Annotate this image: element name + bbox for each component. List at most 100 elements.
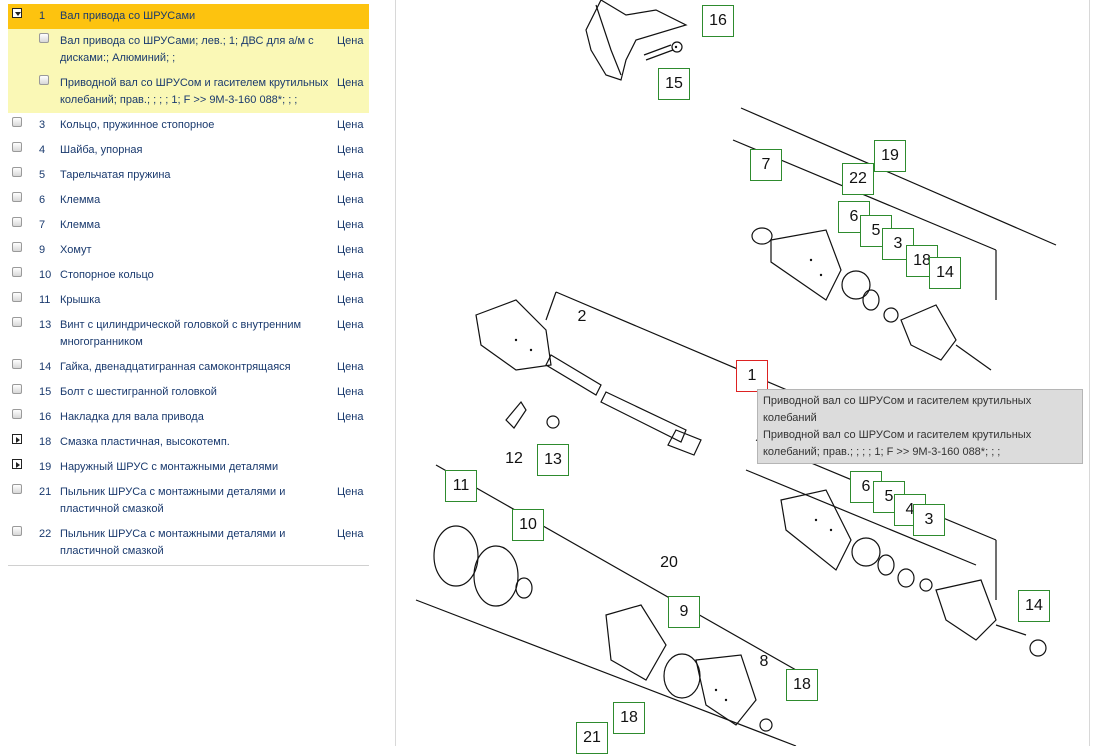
part-checkbox[interactable]	[12, 167, 22, 177]
expand-toggle-icon[interactable]	[12, 434, 22, 444]
part-checkbox[interactable]	[12, 267, 22, 277]
part-number: 22	[39, 528, 52, 540]
part-name[interactable]: Крышка	[60, 294, 101, 306]
part-checkbox[interactable]	[12, 192, 22, 202]
parts-row[interactable]: 6 Клемма Цена	[8, 188, 369, 213]
part-number: 19	[39, 461, 52, 473]
price-link[interactable]: Цена	[337, 119, 364, 131]
part-checkbox[interactable]	[12, 359, 22, 369]
part-name[interactable]: Шайба, упорная	[60, 144, 143, 156]
part-name[interactable]: Вал привода со ШРУСами; лев.; 1; ДВС для…	[60, 35, 314, 64]
part-checkbox[interactable]	[12, 292, 22, 302]
diagram-callout[interactable]: 11	[445, 470, 477, 502]
parts-row[interactable]: Вал привода со ШРУСами; лев.; 1; ДВС для…	[8, 29, 369, 71]
price-link[interactable]: Цена	[337, 219, 364, 231]
part-name[interactable]: Винт с цилиндрической головкой с внутрен…	[60, 319, 302, 348]
expand-toggle-icon[interactable]	[12, 8, 22, 18]
diagram-callout[interactable]: 18	[613, 702, 645, 734]
diagram-callout: 20	[660, 554, 678, 571]
exploded-diagram	[415, 0, 1057, 746]
part-checkbox[interactable]	[39, 33, 49, 43]
diagram-callout: 12	[505, 450, 523, 467]
price-link[interactable]: Цена	[337, 244, 364, 256]
price-link[interactable]: Цена	[337, 169, 364, 181]
part-number: 6	[39, 194, 46, 206]
expand-toggle-icon[interactable]	[12, 459, 22, 469]
price-link[interactable]: Цена	[337, 294, 364, 306]
part-name[interactable]: Вал привода со ШРУСами	[60, 10, 196, 22]
bolt-shape	[643, 44, 674, 61]
part-name[interactable]: Тарельчатая пружина	[60, 169, 171, 181]
part-checkbox[interactable]	[12, 409, 22, 419]
price-link[interactable]: Цена	[337, 269, 364, 281]
part-checkbox[interactable]	[12, 384, 22, 394]
part-name[interactable]: Пыльник ШРУСа с монтажными деталями и пл…	[60, 486, 286, 515]
price-link[interactable]: Цена	[337, 386, 364, 398]
part-name[interactable]: Кольцо, пружинное стопорное	[60, 119, 215, 131]
part-checkbox[interactable]	[39, 75, 49, 85]
parts-row[interactable]: 14 Гайка, двенадцатигранная самоконтрящая…	[8, 355, 369, 380]
diagram-callout[interactable]: 18	[786, 669, 818, 701]
diagram-callout[interactable]: 1	[736, 360, 768, 392]
diagram-callout[interactable]: 7	[750, 149, 782, 181]
price-link[interactable]: Цена	[337, 486, 364, 498]
part-checkbox[interactable]	[12, 526, 22, 536]
part-name[interactable]: Хомут	[60, 244, 92, 256]
part-name[interactable]: Наружный ШРУС с монтажными деталями	[60, 461, 279, 473]
diagram-callout[interactable]: 19	[874, 140, 906, 172]
price-link[interactable]: Цена	[337, 144, 364, 156]
part-name[interactable]: Клемма	[60, 219, 101, 231]
part-checkbox[interactable]	[12, 117, 22, 127]
part-name[interactable]: Пыльник ШРУСа с монтажными деталями и пл…	[60, 528, 286, 557]
part-checkbox[interactable]	[12, 242, 22, 252]
price-link[interactable]: Цена	[337, 411, 364, 423]
diagram-callout[interactable]: 10	[512, 509, 544, 541]
price-link[interactable]: Цена	[337, 528, 364, 540]
part-number: 14	[39, 361, 52, 373]
part-name[interactable]: Гайка, двенадцатигранная самоконтрящаяся	[60, 361, 291, 373]
price-link[interactable]: Цена	[337, 319, 364, 331]
part-number: 18	[39, 436, 52, 448]
tooltip-line-2: Приводной вал со ШРУСом и гасителем крут…	[763, 429, 1032, 458]
part-name[interactable]: Накладка для вала привода	[60, 411, 204, 423]
diagram-callout[interactable]: 3	[913, 504, 945, 536]
part-checkbox[interactable]	[12, 484, 22, 494]
price-link[interactable]: Цена	[337, 77, 364, 89]
part-name[interactable]: Клемма	[60, 194, 101, 206]
part-name[interactable]: Стопорное кольцо	[60, 269, 154, 281]
part-number: 4	[39, 144, 46, 156]
parts-row[interactable]: Приводной вал со ШРУСом и гасителем крут…	[8, 71, 369, 113]
parts-row[interactable]: 19 Наружный ШРУС с монтажными деталями	[8, 455, 369, 480]
part-name[interactable]: Смазка пластичная, высокотемп.	[60, 436, 230, 448]
part-name[interactable]: Болт с шестигранной головкой	[60, 386, 217, 398]
part-checkbox[interactable]	[12, 217, 22, 227]
price-link[interactable]: Цена	[337, 35, 364, 47]
diagram-callout[interactable]: 9	[668, 596, 700, 628]
parts-row[interactable]: 4 Шайба, упорная Цена	[8, 138, 369, 163]
part-checkbox[interactable]	[12, 317, 22, 327]
part-name[interactable]: Приводной вал со ШРУСом и гасителем крут…	[60, 77, 329, 106]
parts-row[interactable]: 18 Смазка пластичная, высокотемп.	[8, 430, 369, 455]
diagram-callout[interactable]: 22	[842, 163, 874, 195]
price-link[interactable]: Цена	[337, 194, 364, 206]
diagram-callout[interactable]: 16	[702, 5, 734, 37]
price-link[interactable]: Цена	[337, 361, 364, 373]
diagram-callout[interactable]: 15	[658, 68, 690, 100]
diagram-callout[interactable]: 13	[537, 444, 569, 476]
part-checkbox[interactable]	[12, 142, 22, 152]
diagram-callout[interactable]: 14	[929, 257, 961, 289]
parts-row[interactable]: 22 Пыльник ШРУСа с монтажными деталями и …	[8, 522, 369, 564]
diagram-callout[interactable]: 21	[576, 722, 608, 754]
diagram-callout[interactable]: 14	[1018, 590, 1050, 622]
